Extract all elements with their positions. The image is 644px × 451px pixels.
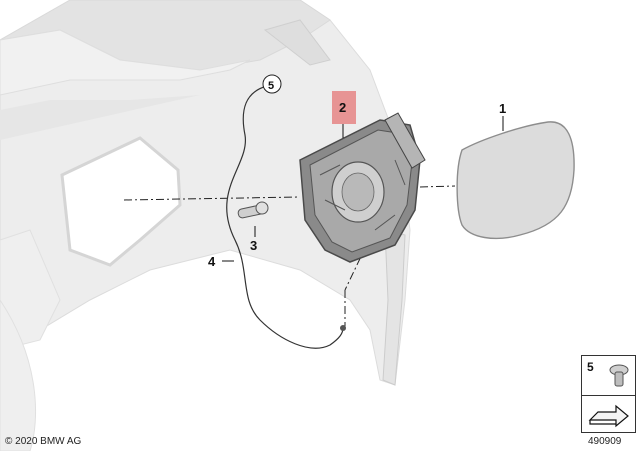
legend-divider bbox=[582, 395, 635, 396]
arrow-icon bbox=[588, 404, 629, 428]
callout-5-circle bbox=[262, 74, 282, 94]
callout-2-highlight bbox=[332, 91, 356, 124]
legend-graphics bbox=[588, 364, 629, 428]
callout-4[interactable]: 4 bbox=[208, 254, 216, 269]
fuel-filler-housing bbox=[299, 112, 426, 263]
callout-1[interactable]: 1 bbox=[499, 101, 506, 116]
clip-rivet-icon bbox=[609, 364, 629, 387]
window-cutout bbox=[60, 136, 182, 267]
callout-5[interactable]: 5 bbox=[268, 80, 274, 92]
legend-number: 5 bbox=[587, 360, 594, 374]
legend-box: 5 bbox=[581, 355, 636, 433]
callout-3[interactable]: 3 bbox=[250, 238, 257, 253]
copyright-text: © 2020 BMW AG bbox=[5, 436, 82, 447]
body-panel bbox=[0, 0, 411, 451]
actuator-pin bbox=[237, 201, 269, 219]
cable-end-fitting bbox=[340, 325, 346, 331]
callout-2[interactable]: 2 bbox=[339, 100, 346, 115]
release-cable bbox=[226, 85, 344, 349]
diagram-number: 490909 bbox=[588, 436, 622, 447]
fuel-filler-flap bbox=[456, 121, 575, 240]
